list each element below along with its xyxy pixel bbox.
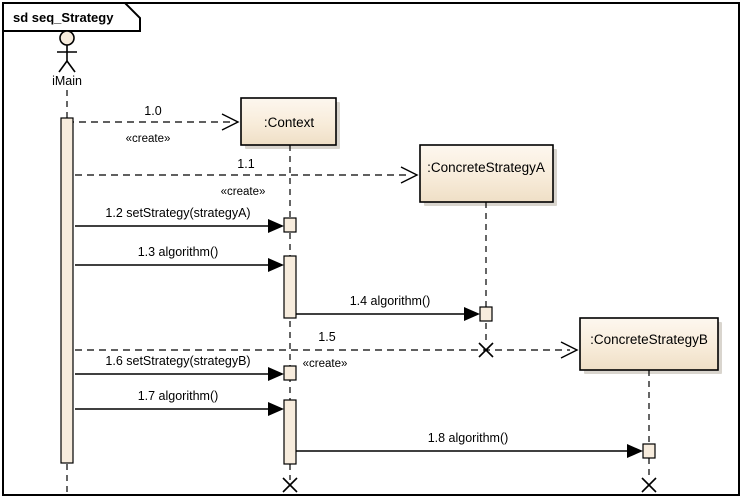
message-1-7-arrowhead [268, 402, 284, 416]
participant-label-strategya: :ConcreteStrategyA [427, 160, 545, 175]
activation-bar-context-algorithm2[interactable] [283, 399, 297, 465]
message-1-3-label: 1.3 algorithm() [138, 245, 219, 259]
message-1-4-label: 1.4 algorithm() [350, 294, 431, 308]
message-1-1-arrowhead [400, 166, 419, 184]
destruction-marker-context-b [282, 477, 298, 493]
participant-label-imain: iMain [52, 74, 82, 88]
frame-title-label: sd seq_Strategy [13, 10, 114, 25]
message-1-3-arrowhead [268, 258, 284, 272]
activation-bar-strategya-algorithm[interactable] [479, 306, 493, 322]
message-1-3[interactable]: 1.3 algorithm() [75, 245, 284, 272]
actor-leg-right-icon [66, 60, 76, 73]
actor-head-icon [59, 30, 75, 46]
activation-bar-context-algorithm1[interactable] [283, 255, 297, 319]
message-1-6-label: 1.6 setStrategy(strategyB) [105, 354, 250, 368]
message-1-4[interactable]: 1.4 algorithm() [296, 294, 480, 321]
participant-context[interactable]: :Context [240, 97, 340, 493]
message-1-5-arrowhead [560, 341, 579, 359]
activation-bar-imain[interactable] [60, 117, 74, 464]
message-1-1[interactable]: 1.1 «create» [75, 157, 419, 198]
message-1-6-arrowhead [268, 367, 284, 381]
participant-label-strategyb: :ConcreteStrategyB [590, 332, 708, 347]
message-1-8-arrowhead [627, 444, 643, 458]
frame-title-tab [2, 2, 141, 32]
message-1-0-label: 1.0 [144, 104, 161, 118]
message-1-5-stereotype: «create» [303, 358, 348, 370]
activation-bar-strategyb-algorithm[interactable] [642, 443, 656, 459]
message-1-6[interactable]: 1.6 setStrategy(strategyB) [75, 354, 284, 381]
message-1-5[interactable]: 1.5 «create» [75, 330, 579, 370]
message-1-7-label: 1.7 algorithm() [138, 389, 219, 403]
message-1-2-label: 1.2 setStrategy(strategyA) [105, 206, 250, 220]
message-1-4-arrowhead [464, 307, 480, 321]
message-1-1-label: 1.1 [237, 157, 254, 171]
strategya-box[interactable] [419, 144, 554, 203]
message-1-0[interactable]: 1.0 «create» [67, 104, 240, 145]
message-1-5-label: 1.5 [318, 330, 335, 344]
context-box[interactable] [240, 97, 337, 146]
diagram-frame-border [2, 2, 740, 496]
message-1-1-stereotype: «create» [221, 186, 266, 198]
activation-bar-context-setstrategyb[interactable] [283, 365, 297, 381]
message-1-8-label: 1.8 algorithm() [428, 431, 509, 445]
message-1-7[interactable]: 1.7 algorithm() [75, 389, 284, 416]
message-1-8[interactable]: 1.8 algorithm() [296, 431, 643, 458]
message-1-0-stereotype: «create» [126, 133, 171, 145]
message-1-2[interactable]: 1.2 setStrategy(strategyA) [75, 206, 284, 233]
destruction-marker-strategyb-b [641, 477, 657, 493]
message-1-0-arrowhead [221, 113, 240, 131]
participant-label-context: :Context [264, 115, 315, 130]
activation-bar-context-setstrategya[interactable] [283, 217, 297, 233]
message-1-2-arrowhead [268, 219, 284, 233]
actor-leg-left-icon [58, 60, 68, 73]
participant-concretestrategyb[interactable]: :ConcreteStrategyB [579, 317, 722, 493]
participant-concretestrategya[interactable]: :ConcreteStrategyA [419, 144, 557, 358]
strategyb-box[interactable] [579, 317, 719, 371]
